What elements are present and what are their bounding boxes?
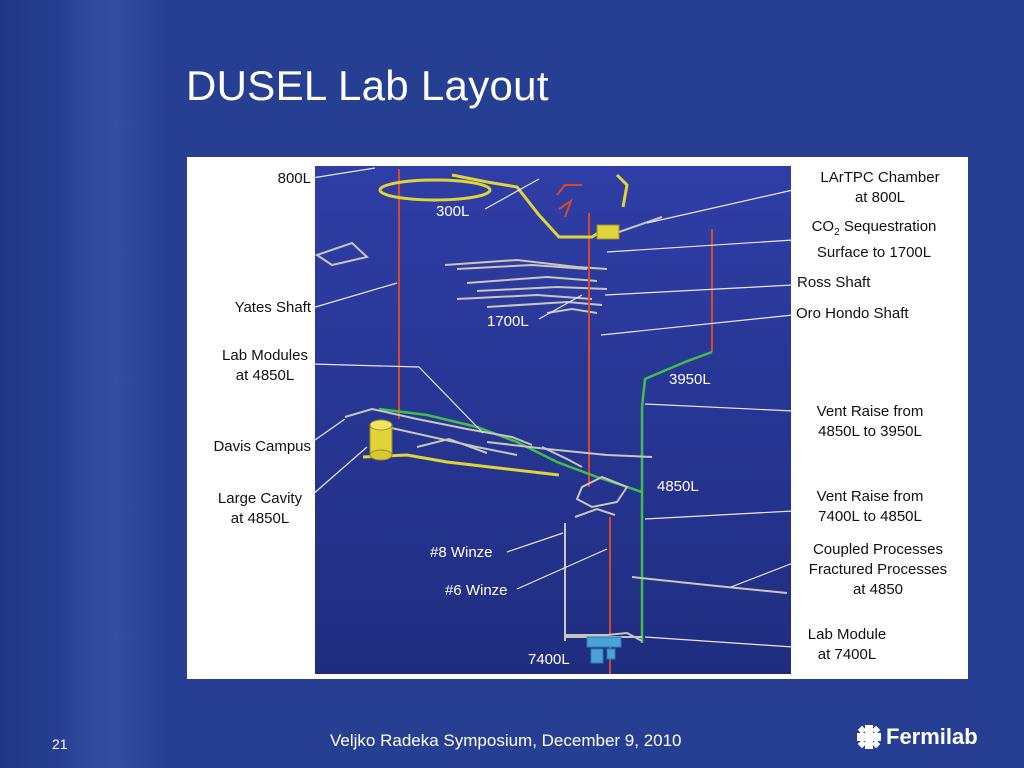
level-3950l: 3950L xyxy=(669,371,711,388)
label-vent1-line2: 4850L to 3950L xyxy=(818,423,922,440)
label-vent1-line1: Vent Raise from xyxy=(816,403,924,420)
label-coupled-processes: Coupled Processes Fractured Processes at… xyxy=(791,540,965,600)
lab-module-7400 xyxy=(565,631,643,664)
label-8-winze: #8 Winze xyxy=(430,544,493,561)
slide-title: DUSEL Lab Layout xyxy=(186,62,549,109)
level-7400l: 7400L xyxy=(528,651,570,668)
drift-300l-loop xyxy=(378,178,492,202)
lab-layout-figure: 800L Yates Shaft Lab Modules at 4850L Da… xyxy=(187,157,968,679)
label-lartpc-line1: LArTPC Chamber xyxy=(820,169,940,186)
lartpc-access xyxy=(618,216,663,233)
label-coupled-line2: Fractured Processes xyxy=(808,561,948,578)
pointer-lines xyxy=(311,167,794,648)
label-lartpc-line2: at 800L xyxy=(854,189,906,206)
footer-text: Veljko Radeka Symposium, December 9, 201… xyxy=(330,731,682,750)
diagram-panel xyxy=(315,166,791,674)
level-4850l: 4850L xyxy=(657,478,699,495)
label-vent-raise-3950: Vent Raise from 4850L to 3950L xyxy=(785,402,955,442)
label-labmod7400-line2: at 7400L xyxy=(817,646,877,663)
level-4850-complex xyxy=(344,407,788,641)
level-1700l: 1700L xyxy=(487,313,529,330)
label-coupled-line1: Coupled Processes xyxy=(812,541,944,558)
background-swoosh xyxy=(60,0,170,768)
label-labmod7400-line1: Lab Module xyxy=(807,626,887,643)
label-large-cavity-line1: Large Cavity xyxy=(217,490,303,507)
page-number: 21 xyxy=(52,736,68,752)
label-lab-modules-line1: Lab Modules xyxy=(222,347,308,364)
label-co2-sequestration: CO2 Sequestration Surface to 1700L xyxy=(787,217,961,263)
label-800l: 800L xyxy=(277,170,311,187)
label-co2-line2: Surface to 1700L xyxy=(816,244,932,261)
label-vent-raise-7400: Vent Raise from 7400L to 4850L xyxy=(785,487,955,527)
label-lab-modules-line2: at 4850L xyxy=(235,367,295,384)
fermilab-logo: Fermilab xyxy=(856,724,978,750)
label-davis-campus: Davis Campus xyxy=(213,438,311,455)
label-oro-hondo-shaft: Oro Hondo Shaft xyxy=(796,305,909,322)
label-co2-line1: CO2 Sequestration xyxy=(811,218,937,238)
label-lartpc-chamber: LArTPC Chamber at 800L xyxy=(793,168,967,208)
fermilab-logo-icon xyxy=(857,725,881,749)
label-coupled-line3: at 4850 xyxy=(852,581,904,598)
label-ross-shaft: Ross Shaft xyxy=(797,274,871,291)
label-vent2-line2: 7400L to 4850L xyxy=(818,508,922,525)
label-large-cavity-line2: at 4850L xyxy=(230,510,290,527)
davis-cylinder xyxy=(369,419,393,461)
label-vent2-line1: Vent Raise from xyxy=(816,488,924,505)
level-300l: 300L xyxy=(436,203,470,220)
label-lab-modules-4850: Lab Modules at 4850L xyxy=(195,346,335,386)
background-stripe xyxy=(0,0,150,768)
fermilab-logo-text: Fermilab xyxy=(886,724,978,749)
label-lab-module-7400: Lab Module at 7400L xyxy=(785,625,909,665)
label-yates-shaft: Yates Shaft xyxy=(234,299,311,316)
shafts xyxy=(398,169,713,674)
label-large-cavity: Large Cavity at 4850L xyxy=(195,489,325,529)
mine-diagram xyxy=(311,166,794,674)
label-6-winze: #6 Winze xyxy=(445,582,508,599)
lartpc-chamber-block xyxy=(596,224,620,240)
